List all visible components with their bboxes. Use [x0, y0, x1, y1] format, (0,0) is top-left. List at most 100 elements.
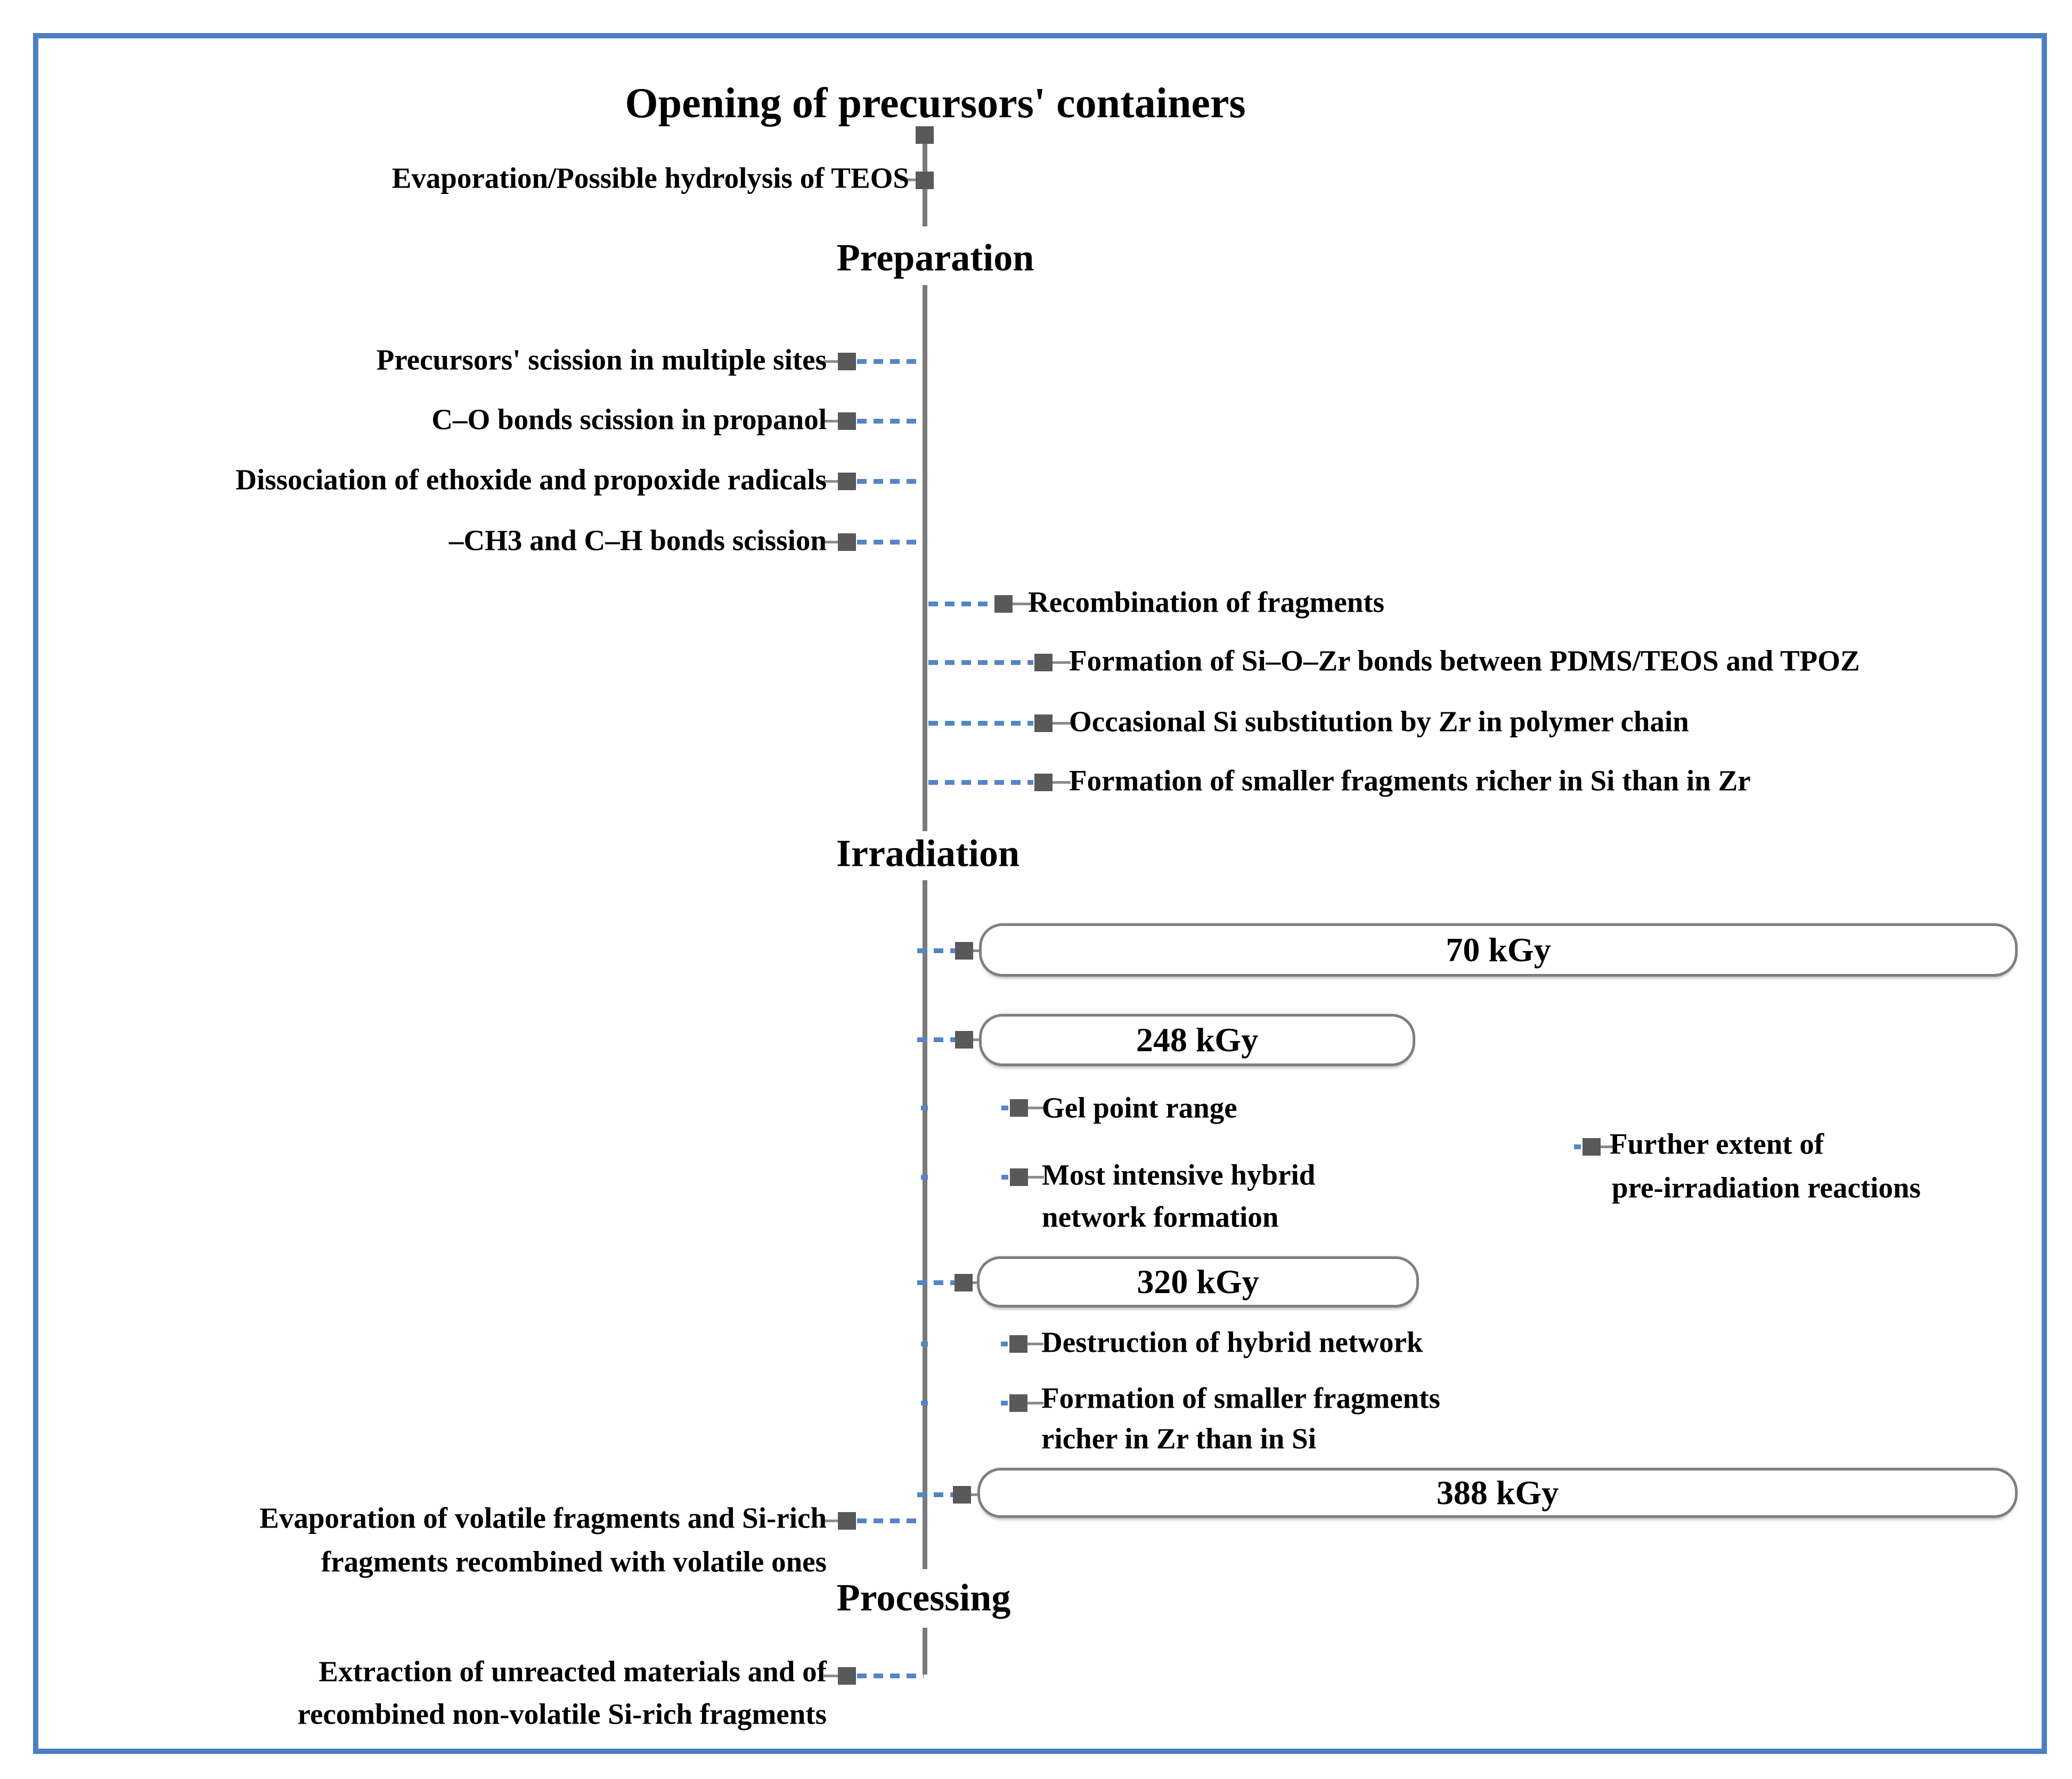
connector-dose-70: [917, 948, 956, 953]
item-si-o-zr-bonds: Formation of Si–O–Zr bonds between PDMS/…: [1069, 644, 1860, 677]
connector-evaporation: [857, 1518, 924, 1523]
tick-right-4: [1051, 781, 1071, 784]
dose-label-70kgy: 70 kGy: [1446, 931, 1551, 969]
connector-prep-1: [857, 359, 922, 364]
stage-heading-processing: Processing: [829, 1575, 1018, 1620]
marker-right-3: [1034, 714, 1053, 732]
connector-right-4: [928, 780, 1033, 785]
tick-prep-2: [823, 420, 848, 423]
timeline-segment-2: [923, 285, 927, 831]
item-co-bonds-scission: C–O bonds scission in propanol: [431, 403, 827, 436]
tick-prep-1: [823, 360, 848, 363]
figure-border: [33, 33, 2047, 1754]
tick-evaporation: [823, 1520, 848, 1522]
item-evaporation-line1: Evaporation of volatile fragments and Si…: [259, 1501, 827, 1534]
connector-right-1: [928, 602, 993, 606]
tick-right-2: [1051, 661, 1071, 664]
timeline-node-marker: [916, 126, 934, 144]
dose-label-320kgy: 320 kGy: [1137, 1263, 1259, 1301]
tick-dose-388: [970, 1493, 980, 1496]
marker-right-2: [1034, 654, 1053, 671]
timeline-segment-3: [923, 880, 927, 1569]
item-smaller-fragments-si: Formation of smaller fragments richer in…: [1069, 764, 1751, 797]
dose-box-70kgy: 70 kGy: [979, 923, 2018, 977]
item-ch3-ch-scission: –CH3 and C–H bonds scission: [448, 524, 827, 557]
marker-dose-388: [953, 1486, 971, 1504]
tick-dose-248: [972, 1038, 982, 1041]
tick-destruction: [1026, 1343, 1043, 1345]
marker-dose-70: [955, 942, 973, 960]
dose-box-320kgy: 320 kGy: [977, 1256, 1419, 1307]
nub-marker-further: [1574, 1144, 1581, 1149]
dose-label-248kgy: 248 kGy: [1136, 1021, 1259, 1059]
connector-prep-2: [857, 419, 922, 424]
stage-heading-preparation: Preparation: [829, 235, 1042, 280]
item-most-intensive-line1: Most intensive hybrid: [1042, 1158, 1316, 1191]
tick-formation-zr: [1026, 1402, 1043, 1404]
item-further-extent-line1: Further extent of: [1610, 1127, 1824, 1160]
connector-extraction: [857, 1674, 924, 1678]
item-formation-zr-line1: Formation of smaller fragments: [1041, 1382, 1440, 1415]
nub-line-gel: [921, 1106, 928, 1110]
marker-gel-point: [1010, 1099, 1028, 1117]
connector-prep-3: [857, 479, 922, 484]
marker-prep-4: [838, 533, 856, 551]
dose-label-388kgy: 388 kGy: [1436, 1474, 1559, 1512]
item-gel-point-range: Gel point range: [1042, 1091, 1237, 1124]
nub-marker-most: [1001, 1175, 1008, 1180]
item-recombination: Recombination of fragments: [1028, 586, 1385, 619]
item-si-substitution: Occasional Si substitution by Zr in poly…: [1069, 705, 1689, 738]
marker-further-extent: [1582, 1138, 1601, 1156]
marker-dose-320: [955, 1274, 973, 1291]
item-dissociation-radicals: Dissociation of ethoxide and propoxide r…: [235, 463, 827, 496]
marker-prep-2: [838, 412, 856, 430]
marker-dose-248: [955, 1031, 973, 1049]
tick-right-3: [1051, 722, 1071, 725]
connector-right-3: [928, 721, 1033, 726]
marker-prep-3: [838, 473, 856, 490]
nub-marker-gel: [1001, 1106, 1008, 1110]
marker-extraction: [838, 1667, 856, 1685]
marker-right-4: [1034, 774, 1053, 791]
nub-marker-destruction: [1001, 1342, 1008, 1346]
nub-line-most: [921, 1175, 928, 1180]
tick-right-1: [1011, 603, 1031, 605]
connector-dose-388: [917, 1492, 956, 1497]
nub-line-destruction: [921, 1342, 928, 1346]
diagram-title: Opening of precursors' containers: [625, 79, 1246, 127]
marker-most-intensive: [1010, 1168, 1028, 1186]
nub-line-formation-zr: [921, 1401, 928, 1406]
timeline-segment-4: [923, 1628, 927, 1675]
tick-teos: [900, 178, 919, 181]
item-extraction-line2: recombined non-volatile Si-rich fragment…: [297, 1697, 827, 1731]
connector-prep-4: [857, 540, 922, 545]
item-destruction-network: Destruction of hybrid network: [1041, 1326, 1423, 1359]
item-formation-zr-line2: richer in Zr than in Si: [1041, 1422, 1316, 1455]
tick-further: [1600, 1146, 1617, 1148]
connector-dose-248: [917, 1037, 956, 1042]
nub-marker-formation-zr: [1001, 1401, 1008, 1406]
item-extraction-line1: Extraction of unreacted materials and of: [319, 1655, 827, 1688]
marker-formation-zr: [1009, 1394, 1027, 1412]
tick-prep-4: [823, 541, 848, 543]
marker-teos: [916, 172, 934, 189]
marker-evaporation: [838, 1512, 856, 1530]
item-further-extent-line2: pre-irradiation reactions: [1612, 1171, 1921, 1204]
stage-heading-irradiation: Irradiation: [828, 831, 1027, 876]
marker-destruction: [1009, 1335, 1027, 1353]
tick-most: [1027, 1176, 1044, 1179]
item-most-intensive-line2: network formation: [1042, 1200, 1279, 1233]
marker-right-1: [994, 595, 1013, 613]
tick-extraction: [823, 1675, 848, 1677]
dose-box-388kgy: 388 kGy: [977, 1468, 2018, 1518]
marker-prep-1: [838, 353, 856, 370]
item-teos-evaporation: Evaporation/Possible hydrolysis of TEOS: [391, 161, 909, 194]
connector-dose-320: [917, 1280, 956, 1285]
item-precursors-scission: Precursors' scission in multiple sites: [376, 343, 827, 376]
item-evaporation-line2: fragments recombined with volatile ones: [321, 1545, 827, 1578]
dose-box-248kgy: 248 kGy: [979, 1014, 1415, 1066]
connector-right-2: [928, 660, 1033, 665]
tick-gel: [1027, 1107, 1044, 1109]
tick-dose-70: [972, 949, 982, 952]
